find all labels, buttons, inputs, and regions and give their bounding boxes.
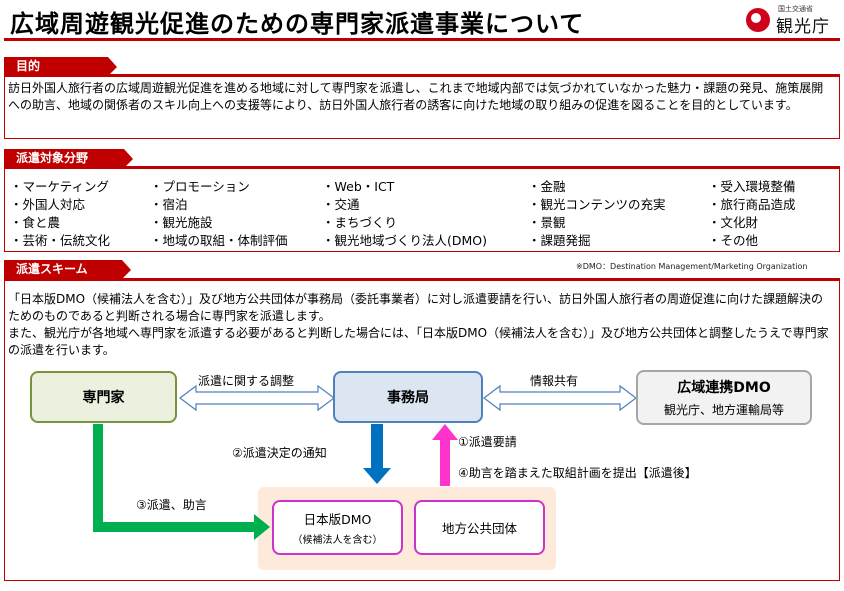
field-item: ・Web・ICT bbox=[322, 179, 395, 194]
purpose-divider bbox=[4, 74, 840, 76]
field-item: ・地域の取組・体制評価 bbox=[150, 233, 288, 248]
expert-label: 専門家 bbox=[82, 390, 125, 406]
purpose-label: 目的 bbox=[4, 57, 117, 76]
field-column: ・受入環境整備 ・旅行商品造成 ・文化財 ・その他 bbox=[708, 178, 796, 250]
dmo-footnote: ※DMO：Destination Management/Marketing Or… bbox=[576, 262, 808, 271]
title-underline bbox=[4, 38, 840, 41]
field-item: ・旅行商品造成 bbox=[708, 197, 796, 212]
logo-mark-icon bbox=[746, 8, 770, 32]
coordination-label: 派遣に関する調整 bbox=[198, 374, 295, 388]
field-item: ・外国人対応 bbox=[10, 197, 86, 212]
field-item: ・その他 bbox=[708, 233, 759, 248]
field-item: ・課題発掘 bbox=[528, 233, 591, 248]
agency-logo: 国土交通省 観光庁 bbox=[746, 2, 842, 37]
logo-subtitle: 国土交通省 bbox=[778, 5, 813, 13]
fields-box bbox=[4, 168, 840, 252]
scheme-paragraph: 「日本版DMO（候補法人を含む）」及び地方公共団体が事務局（委託事業者）に対し派… bbox=[8, 292, 824, 323]
field-column: ・プロモーション ・宿泊 ・観光施設 ・地域の取組・体制評価 bbox=[150, 178, 288, 250]
field-item: ・金融 bbox=[528, 179, 566, 194]
local-gov-node: 地方公共団体 bbox=[414, 500, 545, 555]
field-column: ・Web・ICT ・交通 ・まちづくり ・観光地域づくり法人(DMO) bbox=[322, 178, 487, 250]
field-item: ・観光地域づくり法人(DMO) bbox=[322, 233, 488, 248]
field-item: ・まちづくり bbox=[322, 215, 398, 230]
wide-dmo-label: 広域連携DMO bbox=[677, 380, 771, 396]
wide-dmo-node: 広域連携DMO 観光庁、地方運輸局等 bbox=[636, 370, 812, 425]
field-item: ・受入環境整備 bbox=[708, 179, 796, 194]
header: 広域周遊観光促進のための専門家派遣事業について 国土交通省 観光庁 bbox=[0, 0, 844, 42]
field-column: ・マーケティング ・外国人対応 ・食と農 ・芸術・伝統文化 bbox=[10, 178, 110, 250]
field-column: ・金融 ・観光コンテンツの充実 ・景観 ・課題発掘 bbox=[528, 178, 666, 250]
japan-dmo-node: 日本版DMO （候補法人を含む） bbox=[272, 500, 403, 555]
field-item: ・食と農 bbox=[10, 215, 61, 230]
plan-label: ④助言を踏まえた取組計画を提出【派遣後】 bbox=[458, 466, 697, 480]
scheme-box bbox=[4, 280, 840, 581]
japan-dmo-sub-label: （候補法人を含む） bbox=[292, 535, 383, 546]
fields-label: 派遣対象分野 bbox=[4, 149, 133, 168]
purpose-text: 訪日外国人旅行者の広域周遊観光促進を進める地域に対して専門家を派遣し、これまで地… bbox=[8, 81, 824, 112]
field-item: ・交通 bbox=[322, 197, 360, 212]
field-item: ・芸術・伝統文化 bbox=[10, 233, 111, 248]
field-item: ・景観 bbox=[528, 215, 566, 230]
expert-node: 専門家 bbox=[30, 371, 177, 423]
scheme-divider bbox=[4, 278, 840, 280]
field-item: ・観光施設 bbox=[150, 215, 213, 230]
field-item: ・マーケティング bbox=[10, 179, 110, 194]
decision-label: ②派遣決定の通知 bbox=[232, 446, 327, 460]
fields-divider bbox=[4, 166, 840, 168]
field-item: ・観光コンテンツの充実 bbox=[528, 197, 666, 212]
purpose-box bbox=[4, 76, 840, 139]
scheme-text: 「日本版DMO（候補法人を含む）」及び地方公共団体が事務局（委託事業者）に対し派… bbox=[8, 291, 834, 359]
field-item: ・宿泊 bbox=[150, 197, 188, 212]
local-gov-label: 地方公共団体 bbox=[441, 521, 517, 536]
field-item: ・プロモーション bbox=[150, 179, 250, 194]
japan-dmo-label: 日本版DMO bbox=[303, 512, 372, 527]
logo-title: 観光庁 bbox=[776, 17, 830, 37]
office-label: 事務局 bbox=[387, 390, 429, 406]
page-title: 広域周遊観光促進のための専門家派遣事業について bbox=[10, 10, 585, 38]
office-node: 事務局 bbox=[333, 371, 483, 423]
info-share-label: 情報共有 bbox=[530, 374, 579, 388]
dispatch-label: ③派遣、助言 bbox=[136, 498, 207, 512]
wide-dmo-sub-label: 観光庁、地方運輸局等 bbox=[663, 403, 784, 417]
field-item: ・文化財 bbox=[708, 215, 759, 230]
scheme-label: 派遣スキーム bbox=[4, 260, 131, 279]
scheme-paragraph: また、観光庁が各地域へ専門家を派遣する必要があると判断した場合には、「日本版DM… bbox=[8, 326, 829, 357]
request-label: ①派遣要請 bbox=[458, 435, 517, 449]
